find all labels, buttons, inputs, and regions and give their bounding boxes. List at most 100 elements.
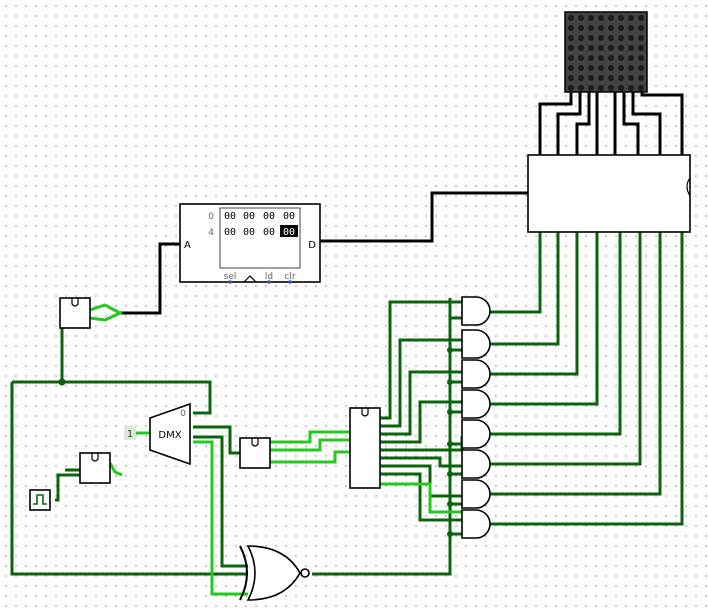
ram-address-label: 0 [208, 212, 214, 222]
and-output-wire [490, 232, 684, 526]
led-dot [618, 15, 624, 21]
led-dot [578, 45, 584, 51]
led-dot [568, 85, 574, 91]
constant-value: 1 [127, 429, 133, 440]
data-wire [320, 191, 530, 243]
and-gate-icon[interactable] [461, 389, 491, 419]
led-dot [578, 25, 584, 31]
ram-cell: 00 [263, 211, 275, 222]
led-dot [598, 35, 604, 41]
ram-component[interactable]: 0 4 00 00 00 00 00 00 00 00 A D sel ld c… [179, 203, 321, 284]
led-dot [628, 65, 634, 71]
and-gate-icon[interactable] [461, 509, 491, 539]
led-dot [618, 65, 624, 71]
led-dot [628, 55, 634, 61]
led-grid [568, 15, 644, 91]
ram-ld-label: ld [265, 272, 273, 282]
and-gate-icon[interactable] [461, 419, 491, 449]
led-dot [578, 15, 584, 21]
led-dot [618, 45, 624, 51]
led-dot [638, 45, 644, 51]
led-dot [598, 15, 604, 21]
and-gate-icon[interactable] [461, 296, 491, 326]
demux-out-wire [193, 425, 240, 455]
led-dot [588, 55, 594, 61]
led-dot [638, 75, 644, 81]
led-dot [638, 15, 644, 21]
matrix-wire [538, 92, 573, 155]
ram-cell: 00 [224, 227, 236, 238]
counter-icon[interactable] [59, 297, 91, 329]
junctions [58, 347, 453, 537]
clock-icon[interactable] [29, 489, 51, 511]
and-output-wire [490, 232, 579, 376]
led-dot [578, 55, 584, 61]
led-dot [568, 55, 574, 61]
pin-dot [288, 280, 292, 284]
loop-wire [12, 380, 212, 415]
led-dot [618, 25, 624, 31]
demux-output-label: 0 [180, 409, 186, 419]
led-dot [638, 25, 644, 31]
counter-icon[interactable] [79, 452, 111, 484]
ram-cell: 00 [263, 227, 275, 238]
and-gate-icon[interactable] [461, 329, 491, 359]
demux-out-wire [193, 435, 248, 568]
and-input-wire [380, 338, 462, 428]
ram-selected-cell [280, 225, 298, 237]
led-dot [568, 75, 574, 81]
led-dot [598, 75, 604, 81]
led-dot [588, 75, 594, 81]
constant-one[interactable]: 1 [124, 426, 136, 440]
ram-data-pin-label: D [308, 240, 316, 251]
led-dot [618, 75, 624, 81]
led-dot [608, 75, 614, 81]
and-input-light-wire [380, 482, 462, 514]
led-dot [568, 45, 574, 51]
and-gate-icon[interactable] [461, 479, 491, 509]
and-output-wire [490, 232, 662, 496]
led-dot [608, 35, 614, 41]
and-output-wire [490, 232, 560, 346]
led-dot [628, 85, 634, 91]
junction-dot [447, 531, 453, 537]
junction-dot [447, 379, 453, 385]
counter-icon[interactable] [239, 437, 271, 469]
loop-wire [10, 382, 248, 576]
junction-dot [447, 347, 453, 353]
matrix-wire [640, 92, 684, 155]
led-dot [628, 15, 634, 21]
junction-dot [447, 441, 453, 447]
led-dot [628, 75, 634, 81]
demux-component[interactable]: DMX 0 [149, 402, 191, 466]
and-input-wire [380, 300, 462, 420]
and-gate-icon[interactable] [461, 359, 491, 389]
and-input-wire [380, 400, 462, 444]
decoder-component[interactable] [527, 154, 691, 233]
counter-bus-wire [108, 462, 123, 477]
led-dot [578, 85, 584, 91]
led-dot [628, 35, 634, 41]
led-dot [578, 75, 584, 81]
ram-cell: 00 [283, 211, 295, 222]
splitter-decoder[interactable] [349, 407, 381, 489]
demux-label: DMX [158, 430, 181, 441]
ram-cell: 00 [224, 211, 236, 222]
led-dot [588, 35, 594, 41]
led-matrix-icon[interactable] [564, 11, 648, 93]
ram-address-pin-label: A [184, 240, 191, 251]
led-dot [598, 55, 604, 61]
and-gate-icon[interactable] [461, 449, 491, 479]
bus-wire [270, 450, 350, 464]
led-dot [628, 45, 634, 51]
led-dot [608, 25, 614, 31]
led-dot [638, 65, 644, 71]
matrix-wire [631, 92, 662, 155]
counter-bus-wire [89, 303, 124, 322]
bus-wire [270, 430, 350, 444]
led-dot [618, 85, 624, 91]
xnor-gate-icon[interactable] [239, 545, 310, 601]
led-dot [578, 35, 584, 41]
led-dot [598, 45, 604, 51]
led-dot [608, 45, 614, 51]
